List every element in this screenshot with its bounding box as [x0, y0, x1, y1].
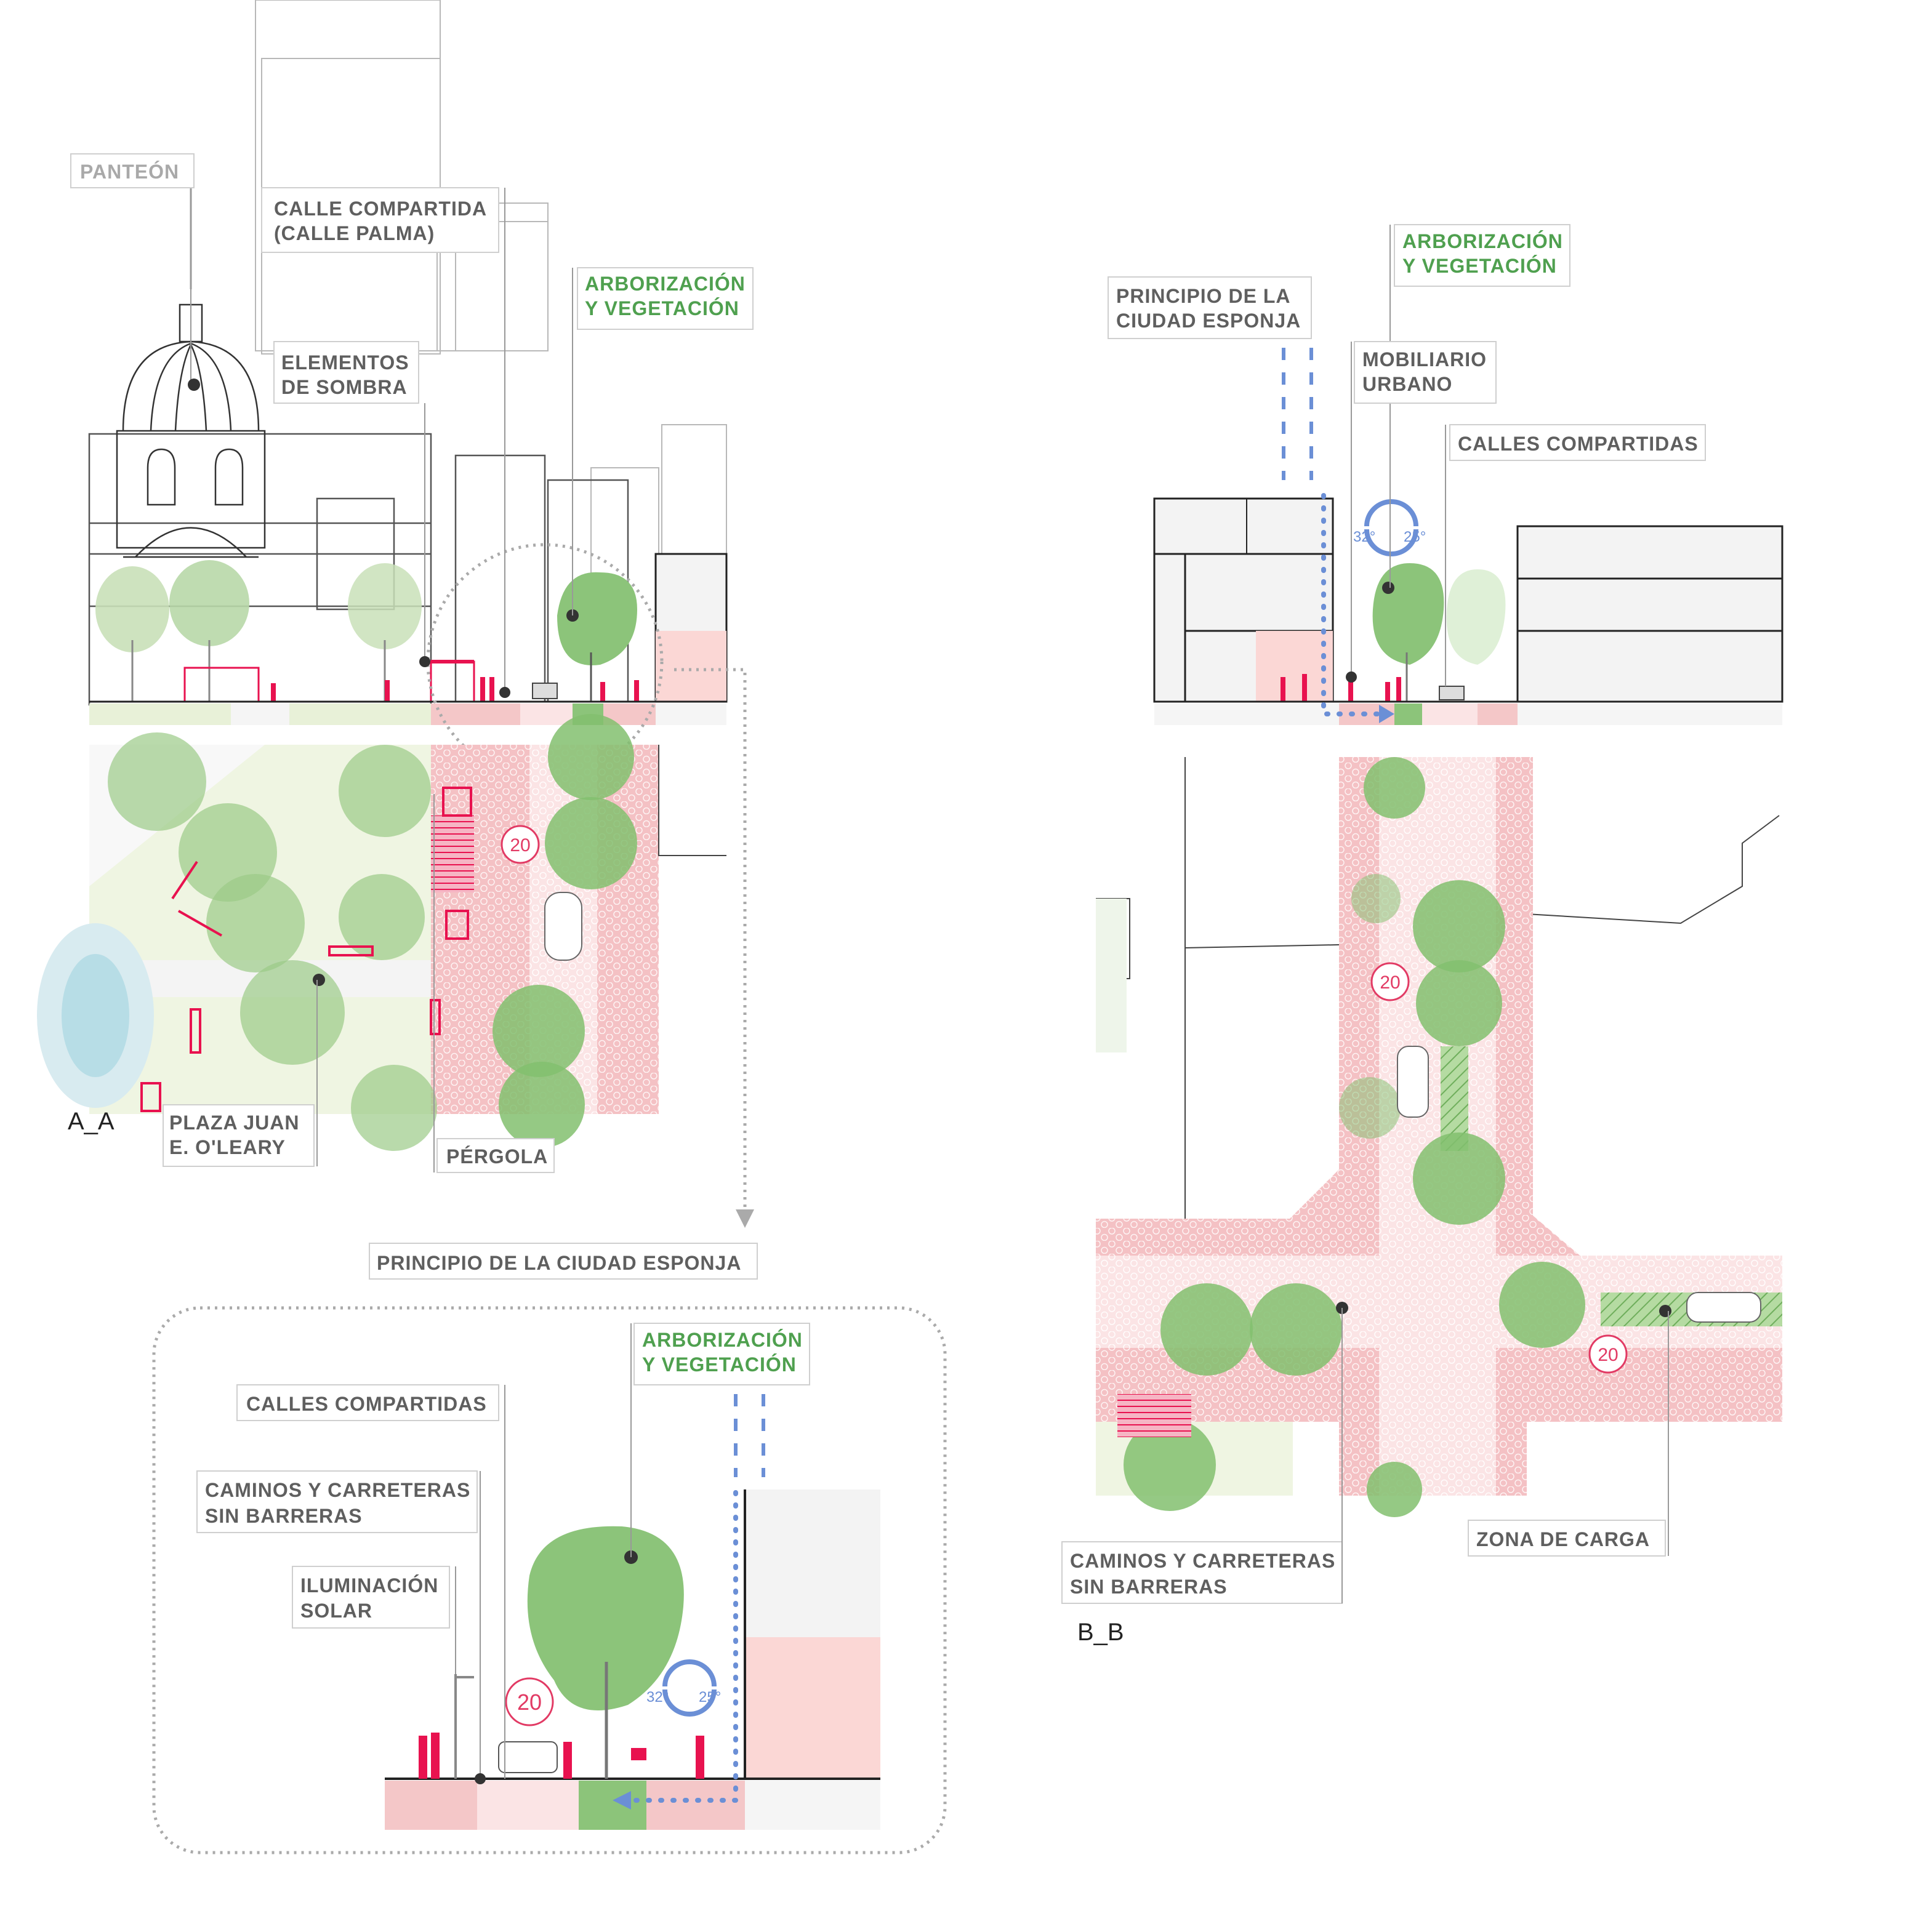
sun-angle-detail: 32° 25° — [646, 1659, 721, 1717]
label-plaza-1: PLAZA JUAN — [169, 1112, 299, 1134]
section-title-bb: B_B — [1077, 1619, 1124, 1646]
label-zona-carga: ZONA DE CARGA — [1476, 1528, 1650, 1550]
pergola-elevation — [183, 660, 475, 703]
angle-right-bb: 25° — [1404, 529, 1426, 545]
detail-title: PRINCIPIO DE LA CIUDAD ESPONJA — [377, 1252, 741, 1274]
section-bb-plan: 20 20 — [1096, 757, 1782, 1517]
speed-limit-bb-1: 20 — [1380, 972, 1400, 993]
detail-callout-circle — [426, 543, 664, 780]
speed-limit-detail: 20 — [517, 1689, 542, 1715]
label-arborizacion-bb-2: Y VEGETACIÓN — [1402, 255, 1557, 277]
benches-aa-plan — [140, 787, 472, 1112]
label-caminos-bb-2: SIN BARRERAS — [1070, 1576, 1228, 1598]
car-aa-elevation — [532, 683, 558, 699]
car-detail — [498, 1741, 558, 1773]
trees-aa-plan — [108, 714, 637, 1151]
building-right-aa — [654, 553, 728, 703]
label-calle-compartida-1: CALLE COMPARTIDA — [274, 198, 487, 220]
speed-sign-detail: 20 — [505, 1677, 554, 1726]
pergola-plan — [431, 816, 474, 892]
label-iluminacion-1: ILUMINACIÓN — [300, 1574, 438, 1597]
label-calles-compartidas-bb: CALLES COMPARTIDAS — [1458, 433, 1699, 455]
water-arrow-icon — [613, 1791, 631, 1810]
section-aa-elevation — [88, 0, 754, 1228]
people-aa-elevation — [271, 677, 639, 702]
ground-strip-aa — [89, 703, 726, 725]
label-plaza-2: E. O'LEARY — [169, 1136, 286, 1158]
labels-bb: ARBORIZACIÓN Y VEGETACIÓN PRINCIPIO DE L… — [1061, 224, 1706, 1646]
label-mobiliario-1: MOBILIARIO — [1362, 348, 1487, 371]
label-calles-compartidas-detail: CALLES COMPARTIDAS — [246, 1393, 487, 1415]
angle-left-bb: 32° — [1353, 529, 1375, 545]
section-title-aa: A_A — [68, 1108, 115, 1135]
label-elementos-sombra-2: DE SOMBRA — [281, 376, 408, 398]
label-caminos-bb-1: CAMINOS Y CARRETERAS — [1070, 1550, 1335, 1572]
tree-detail — [527, 1526, 684, 1710]
label-mobiliario-2: URBANO — [1362, 373, 1452, 395]
label-caminos-detail-1: CAMINOS Y CARRETERAS — [205, 1479, 470, 1501]
angle-right-detail: 25° — [699, 1689, 721, 1706]
label-elementos-sombra-1: ELEMENTOS — [281, 351, 409, 374]
arrow-down-icon — [736, 1209, 754, 1228]
speed-limit-bb-2: 20 — [1598, 1345, 1618, 1365]
speed-sign-aa: 20 — [501, 825, 540, 864]
car-aa-plan — [544, 892, 582, 961]
trees-bb-plan — [1124, 757, 1585, 1517]
detail-panel: PRINCIPIO DE LA CIUDAD ESPONJA 32° 25° — [152, 1243, 947, 1854]
label-arborizacion-detail-1: ARBORIZACIÓN — [642, 1329, 803, 1351]
label-esponja-bb-2: CIUDAD ESPONJA — [1116, 310, 1301, 332]
label-arborizacion-bb-1: ARBORIZACIÓN — [1402, 230, 1563, 252]
label-arborizacion-aa-2: Y VEGETACIÓN — [585, 297, 739, 319]
label-caminos-detail-2: SIN BARRERAS — [205, 1505, 363, 1527]
label-pergola: PÉRGOLA — [446, 1145, 548, 1168]
sun-angle-bb: 32° 25° — [1353, 499, 1426, 556]
label-iluminacion-2: SOLAR — [300, 1600, 372, 1622]
angle-left-detail: 32° — [646, 1689, 669, 1706]
speed-signs-bb: 20 20 — [1370, 962, 1628, 1374]
people-detail — [419, 1733, 704, 1779]
labels-aa: PANTEÓN CALLE COMPARTIDA (CALLE PALMA) E… — [68, 153, 754, 1173]
label-esponja-bb-1: PRINCIPIO DE LA — [1116, 285, 1290, 307]
ground-strip-detail — [385, 1781, 880, 1830]
label-arborizacion-detail-2: Y VEGETACIÓN — [642, 1353, 797, 1376]
label-panteon: PANTEÓN — [80, 161, 179, 183]
label-arborizacion-aa-1: ARBORIZACIÓN — [585, 273, 746, 295]
speed-limit-aa: 20 — [510, 835, 530, 856]
trees-aa-elevation — [95, 560, 637, 702]
section-bb-elevation: 32° 25° — [1153, 348, 1783, 725]
label-calle-compartida-2: (CALLE PALMA) — [274, 222, 435, 244]
section-aa-plan: 20 — [37, 714, 726, 1151]
